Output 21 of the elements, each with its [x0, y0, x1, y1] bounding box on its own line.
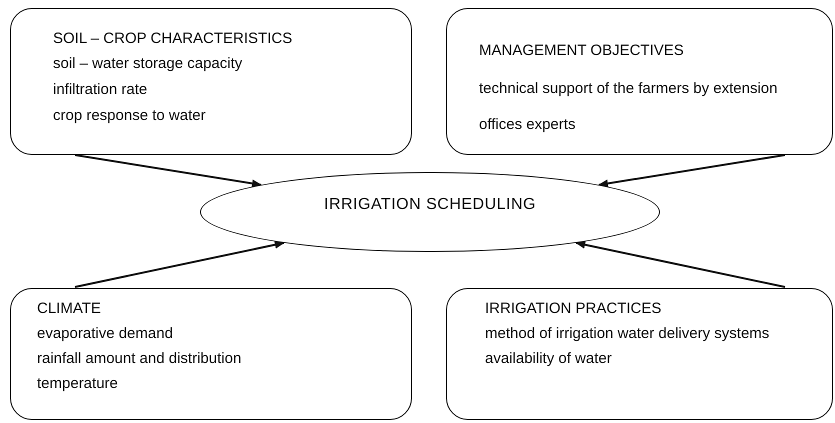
- box-heading: CLIMATE: [37, 299, 102, 319]
- factor-box: [10, 288, 412, 420]
- box-heading: SOIL – CROP CHARACTERISTICS: [53, 29, 294, 49]
- arrow: [598, 154, 786, 188]
- ellipse-label: IRRIGATION SCHEDULING: [324, 196, 536, 214]
- box-text: temperature: [37, 374, 119, 394]
- factor-box: [446, 8, 833, 155]
- arrow: [74, 154, 262, 188]
- arrow: [575, 240, 786, 288]
- box-text: evaporative demand: [37, 324, 174, 344]
- factor-box: [10, 8, 412, 155]
- box-heading: IRRIGATION PRACTICES: [485, 299, 662, 319]
- box-heading: MANAGEMENT OBJECTIVES: [479, 41, 685, 61]
- box-text: method of irrigation water delivery systems availability of water: [485, 324, 770, 369]
- box-text: rainfall amount and distribution: [37, 349, 242, 369]
- arrow: [74, 240, 285, 288]
- box-text: infiltration rate: [53, 80, 148, 100]
- factor-box: [446, 288, 833, 420]
- box-text: crop response to water: [53, 106, 207, 126]
- box-text: soil – water storage capacity: [53, 54, 244, 74]
- box-text: technical support of the farmers by extension offices experts: [479, 79, 778, 135]
